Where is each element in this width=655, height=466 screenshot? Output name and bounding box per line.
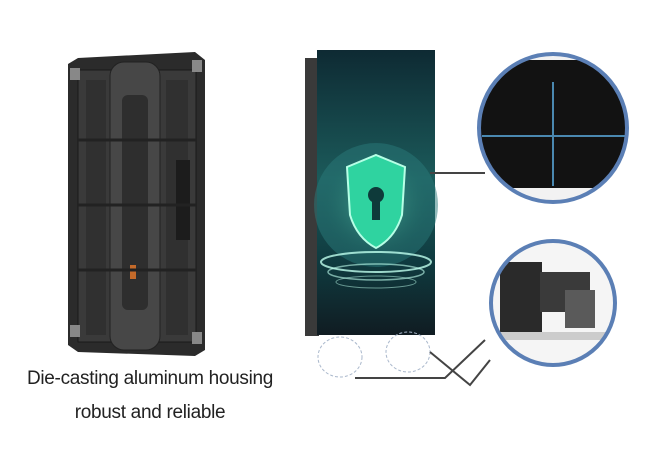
callout-lines — [355, 172, 491, 387]
cabinet-back — [68, 52, 205, 356]
caption-line-2: robust and reliable — [74, 402, 226, 423]
detail-circle-lock — [489, 239, 617, 367]
caption-line-1: Die-casting aluminum housing — [26, 368, 274, 389]
detail-circle-seam — [477, 52, 629, 204]
led-screen — [305, 50, 438, 378]
